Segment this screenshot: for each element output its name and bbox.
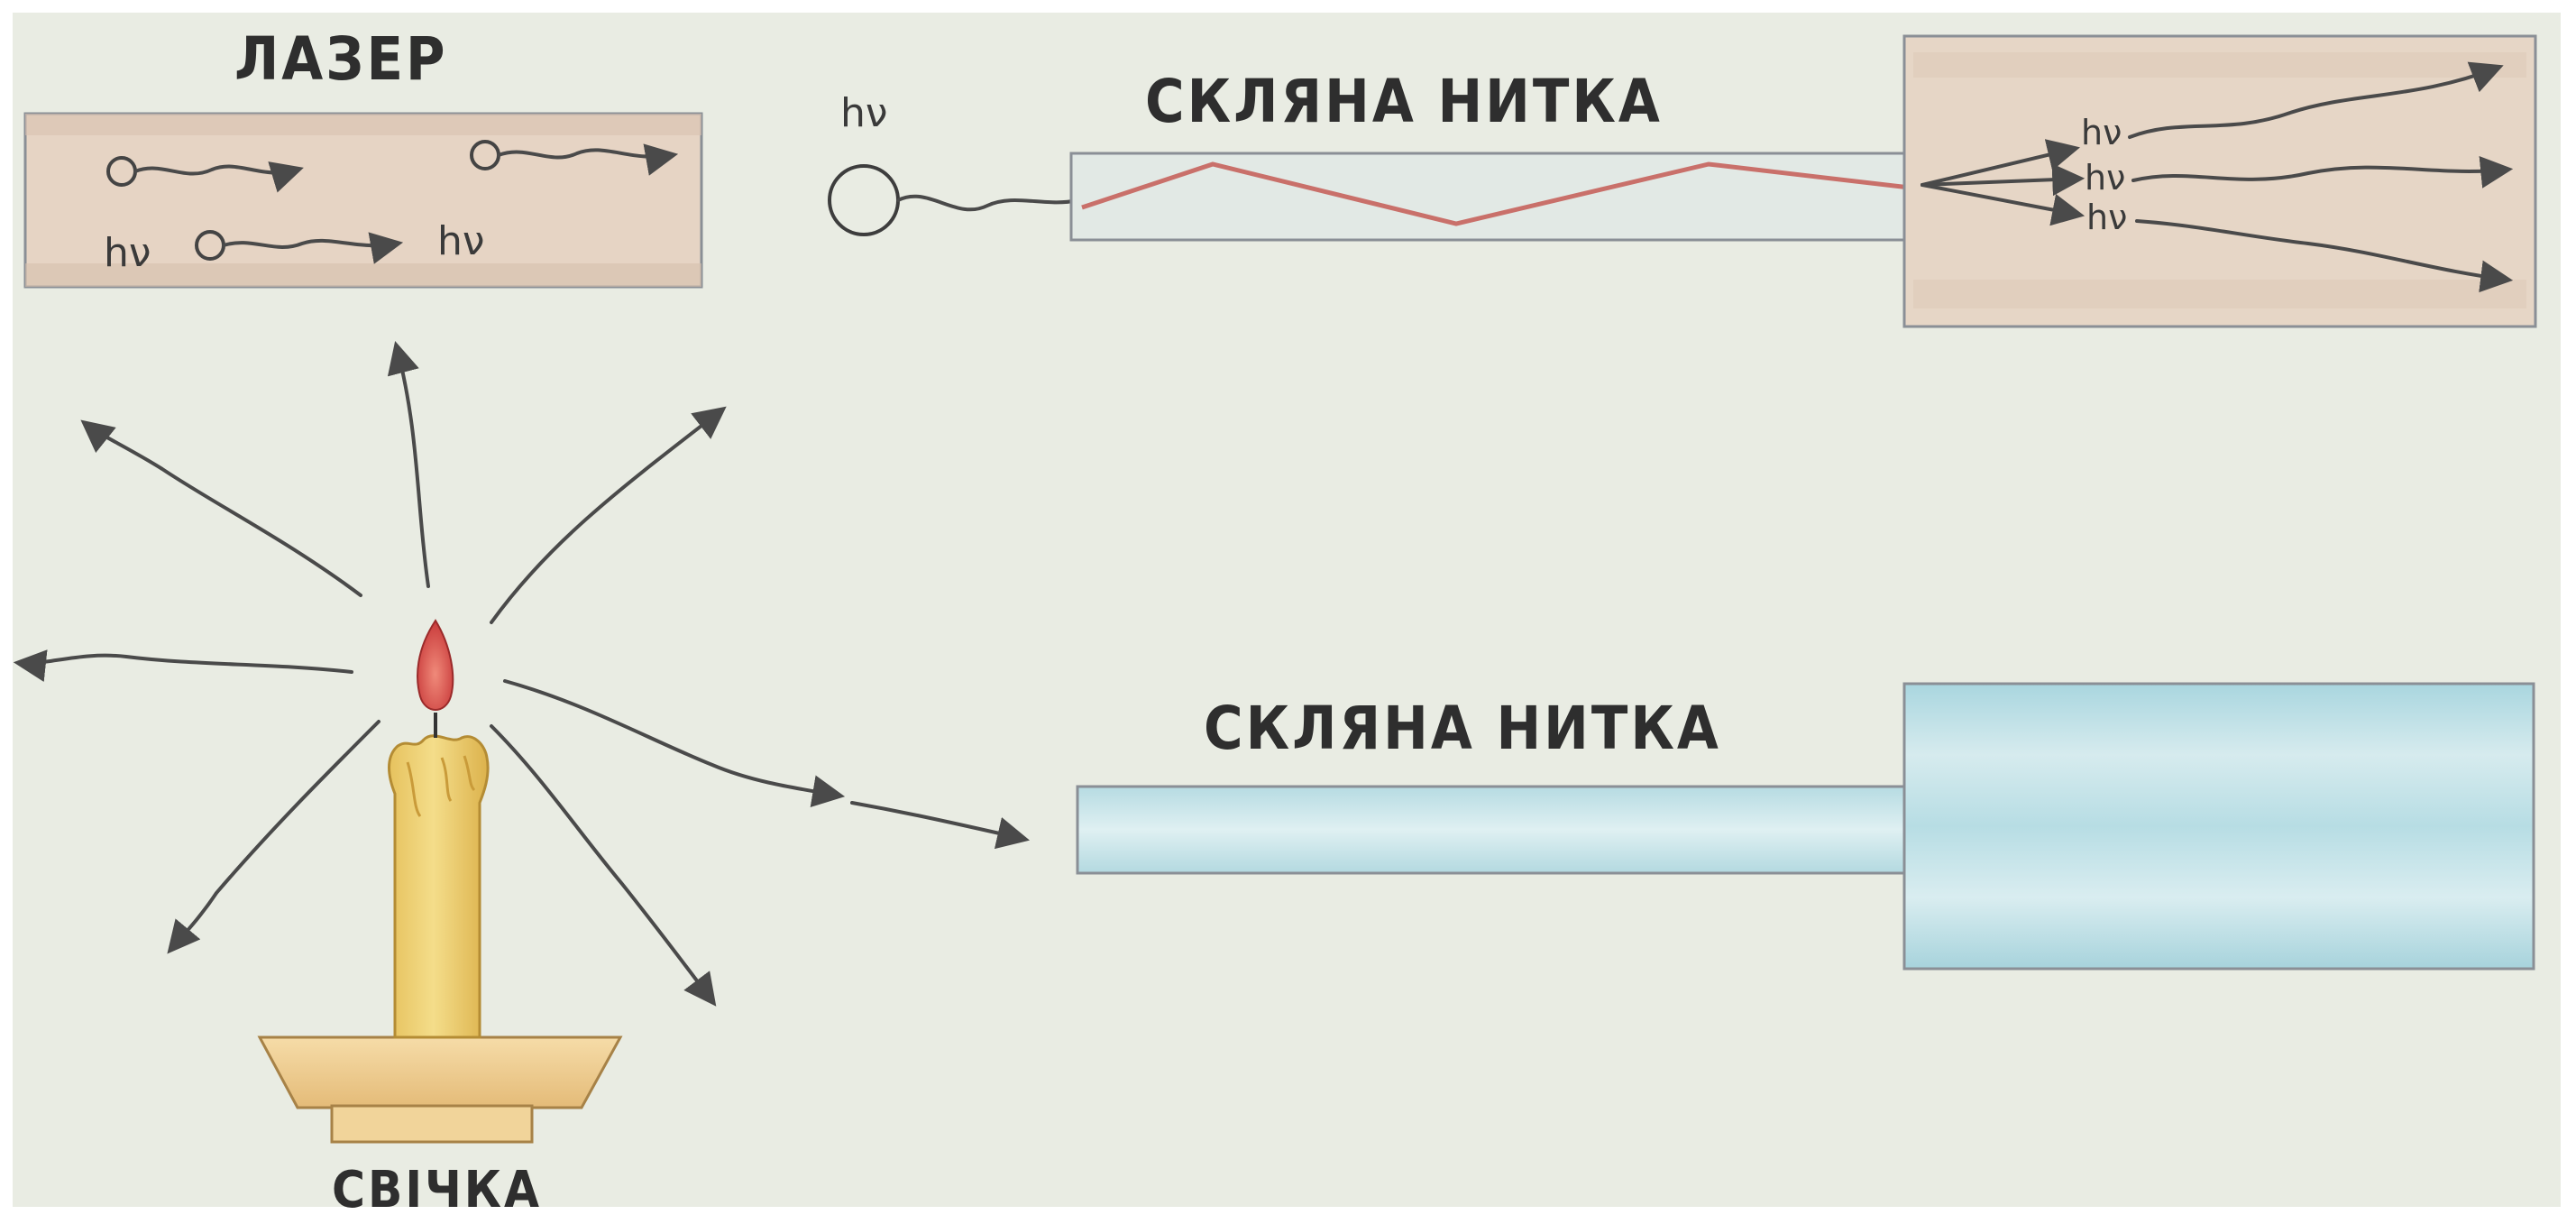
laser-title: ЛАЗЕР [234,24,448,94]
photon-wave [133,161,304,193]
candle-holder [257,1035,623,1109]
candle-title: СВІЧКА [332,1161,542,1219]
top-fiber [1069,152,1916,242]
photon-label: hν [437,218,484,264]
photon-label: hν [2086,198,2127,237]
photon-label: hν [2085,158,2125,198]
light-zigzag-path [1081,161,1911,226]
fiber-output-box: hν hν hν [1902,34,2537,328]
candle-rays [13,341,1031,1007]
photon-label: hν [840,90,887,136]
photon-label: hν [2081,113,2122,152]
flame-icon [417,619,454,711]
bottom-output-box [1902,682,2535,971]
photon-wave [2135,219,2514,293]
candle-icon [257,619,623,1144]
fiber-bottom-title: СКЛЯНА НИТКА [1204,694,1721,763]
photon-label: hν [104,230,151,276]
photon-wave [896,194,1079,212]
photon-wave [222,232,404,264]
photon-wave [2131,155,2514,189]
bottom-fiber [1076,682,2535,971]
fiber-top-title: СКЛЯНА НИТКА [1145,67,1663,136]
photon-wave [2128,61,2504,139]
photon-wave [497,143,679,176]
candle-wax [388,734,490,1039]
laser-box: hν hν [23,112,703,289]
